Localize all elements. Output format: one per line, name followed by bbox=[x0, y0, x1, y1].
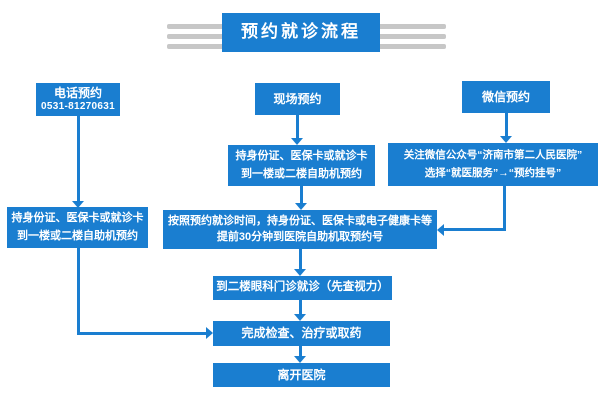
arrowhead-down-icon bbox=[72, 201, 84, 208]
connector-phonestep-elbow-vertical bbox=[76, 248, 80, 334]
connector-takenumber-to-eyeclinic bbox=[298, 249, 302, 269]
node-wechat-booking: 微信预约 bbox=[462, 81, 550, 113]
node-label: 到二楼眼科门诊就诊（先查视力） bbox=[216, 281, 389, 294]
node-take-appointment-number: 按照预约就诊时间，持身份证、医保卡或电子健康卡等 提前30分钟到医院自助机取预约… bbox=[163, 210, 437, 249]
node-wechat-official-account: 关注微信公众号“济南市第二人民医院” 选择“就医服务”→“预约挂号” bbox=[388, 143, 598, 186]
phone-number: 0531-81270631 bbox=[41, 100, 115, 112]
node-leave-hospital: 离开医院 bbox=[213, 363, 390, 387]
connector-account-elbow-vertical bbox=[503, 186, 506, 231]
connector-phone-to-selfservice bbox=[76, 116, 80, 201]
arrowhead-down-icon bbox=[291, 138, 303, 145]
node-line1: 持身份证、医保卡或就诊卡 bbox=[235, 150, 368, 163]
arrowhead-down-icon bbox=[295, 203, 307, 210]
node-line1: 关注微信公众号“济南市第二人民医院” bbox=[403, 149, 583, 162]
node-phone-selfservice: 持身份证、医保卡或就诊卡 到一楼或二楼自助机预约 bbox=[7, 207, 148, 248]
node-onsite-selfservice: 持身份证、医保卡或就诊卡 到一楼或二楼自助机预约 bbox=[228, 145, 375, 186]
node-line2: 到一楼或二楼自助机预约 bbox=[17, 229, 138, 242]
connector-eyeclinic-to-complete bbox=[298, 300, 302, 314]
node-line2: 选择“就医服务”→“预约挂号” bbox=[424, 167, 562, 179]
node-line1: 按照预约就诊时间，持身份证、医保卡或电子健康卡等 bbox=[168, 214, 432, 227]
node-eye-clinic-visit: 到二楼眼科门诊就诊（先查视力） bbox=[213, 276, 392, 300]
connector-complete-to-leave bbox=[298, 346, 302, 356]
node-line2: 到一楼或二楼自助机预约 bbox=[241, 167, 362, 180]
node-label: 离开医院 bbox=[277, 367, 326, 382]
arrowhead-down-icon bbox=[294, 269, 306, 276]
arrowhead-down-icon bbox=[294, 314, 306, 321]
arrowhead-down-icon bbox=[294, 356, 306, 363]
connector-wechat-to-account bbox=[504, 113, 508, 136]
arrowhead-right-icon bbox=[206, 327, 213, 339]
connector-onsite-to-selfservice bbox=[295, 115, 299, 138]
node-label: 微信预约 bbox=[481, 89, 530, 104]
node-label: 现场预约 bbox=[273, 91, 322, 106]
node-label: 电话预约 bbox=[53, 86, 102, 101]
arrowhead-down-icon bbox=[500, 136, 512, 143]
arrowhead-left-icon bbox=[437, 223, 444, 236]
node-line1: 持身份证、医保卡或就诊卡 bbox=[11, 212, 144, 225]
node-onsite-booking: 现场预约 bbox=[255, 83, 340, 115]
connector-selfservice-to-takenumber bbox=[299, 186, 303, 203]
node-complete-treatment: 完成检查、治疗或取药 bbox=[213, 321, 390, 346]
node-label: 完成检查、治疗或取药 bbox=[241, 326, 362, 341]
connector-phonestep-elbow-horizontal bbox=[76, 331, 207, 335]
connector-account-elbow-horizontal bbox=[444, 228, 506, 231]
node-phone-booking: 电话预约 0531-81270631 bbox=[36, 83, 120, 116]
flow-title: 预约就诊流程 bbox=[222, 13, 380, 52]
node-line2: 提前30分钟到医院自助机取预约号 bbox=[216, 231, 384, 243]
